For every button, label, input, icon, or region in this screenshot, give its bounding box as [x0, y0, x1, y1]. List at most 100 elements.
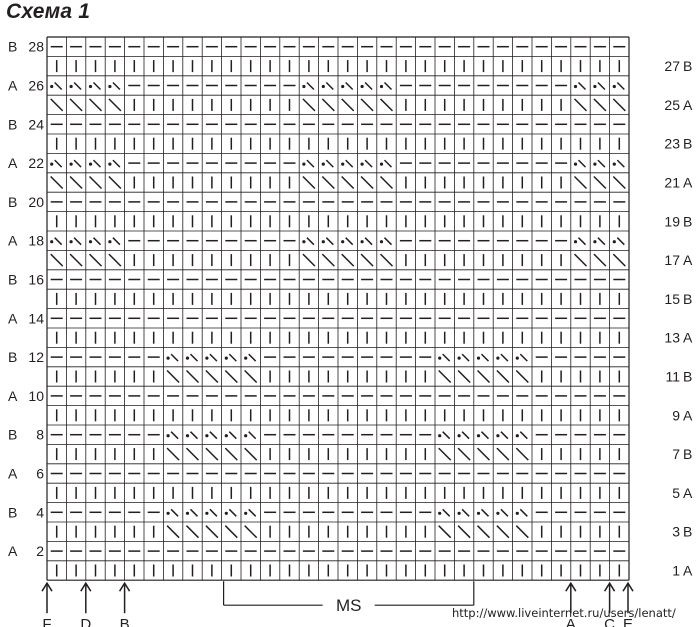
knit-slash-symbol — [244, 369, 258, 384]
knit-dot-symbol — [360, 162, 364, 166]
knit-dot-symbol — [69, 162, 73, 166]
knit-slash-symbol — [69, 175, 83, 190]
row-number-label: 8 — [36, 427, 44, 443]
knit-dotslash-symbol — [461, 508, 470, 517]
row-number-label: 23 — [664, 136, 680, 152]
knit-dotslash-symbol — [325, 81, 334, 91]
knit-dot-symbol — [379, 240, 384, 244]
knit-slash-symbol — [360, 98, 374, 112]
knit-dotslash-symbol — [306, 81, 315, 91]
knit-dotslash-symbol — [577, 159, 587, 168]
knit-dot-symbol — [457, 434, 461, 438]
knit-dotslash-symbol — [345, 81, 354, 91]
row-side-label: A — [683, 97, 693, 113]
row-number-label: 27 — [664, 58, 680, 74]
knit-dot-symbol — [476, 511, 481, 515]
knit-dot-symbol — [166, 434, 170, 438]
knit-dot-symbol — [244, 356, 248, 360]
row-number-label: 24 — [28, 116, 44, 132]
knit-dot-symbol — [185, 356, 190, 360]
knit-slash-symbol — [205, 369, 219, 384]
arrow-head-icon — [41, 581, 53, 592]
knit-slash-symbol — [321, 98, 335, 112]
knit-dot-symbol — [593, 162, 597, 166]
knit-dotslash-symbol — [92, 81, 102, 91]
row-number-label: 18 — [28, 233, 44, 249]
knit-dotslash-symbol — [112, 159, 121, 168]
knit-slash-symbol — [88, 253, 103, 267]
knit-dotslash-symbol — [54, 81, 63, 91]
knit-slash-symbol — [515, 525, 529, 539]
knit-dotslash-symbol — [325, 237, 334, 246]
knit-dot-symbol — [593, 240, 597, 244]
knit-dotslash-symbol — [461, 353, 470, 362]
knit-dot-symbol — [379, 84, 384, 89]
row-side-label: B — [683, 213, 692, 229]
row-side-label: A — [8, 78, 18, 94]
row-number-label: 15 — [664, 291, 680, 307]
knit-dotslash-symbol — [597, 81, 606, 91]
knit-dotslash-symbol — [228, 431, 237, 440]
knit-dot-symbol — [438, 511, 442, 515]
knit-slash-symbol — [496, 369, 510, 384]
row-number-label: 7 — [672, 446, 680, 462]
row-side-label: B — [683, 291, 692, 307]
knit-slash-symbol — [321, 175, 335, 190]
knit-dotslash-symbol — [189, 508, 199, 517]
row-side-label: B — [8, 272, 17, 288]
marker-letter: C — [604, 616, 615, 627]
knit-slash-symbol — [457, 525, 471, 539]
knit-dot-symbol — [476, 434, 481, 438]
knit-dot-symbol — [476, 356, 481, 360]
knit-dot-symbol — [244, 434, 248, 438]
knit-dot-symbol — [108, 240, 112, 244]
row-side-label: B — [683, 446, 692, 462]
knit-dot-symbol — [302, 84, 306, 89]
knit-slash-symbol — [341, 253, 355, 267]
knit-dot-symbol — [515, 356, 519, 360]
knit-slash-symbol — [438, 447, 452, 461]
knit-dotslash-symbol — [500, 431, 509, 440]
knit-slash-symbol — [244, 447, 258, 461]
knit-dotslash-symbol — [500, 508, 509, 517]
knit-dot-symbol — [438, 434, 442, 438]
arrow-head-icon — [622, 581, 634, 592]
row-side-label: B — [8, 427, 17, 443]
row-side-label: B — [8, 349, 17, 365]
knit-dotslash-symbol — [248, 508, 257, 517]
knit-dot-symbol — [166, 356, 170, 360]
knit-slash-symbol — [108, 98, 122, 112]
row-number-label: 3 — [672, 524, 680, 540]
chart-title: Схема 1 — [6, 0, 91, 23]
row-side-label: B — [683, 136, 692, 152]
knit-dot-symbol — [69, 240, 73, 244]
knit-dotslash-symbol — [170, 508, 179, 517]
knit-dotslash-symbol — [306, 159, 315, 168]
knit-slash-symbol — [205, 447, 219, 461]
knit-dotslash-symbol — [577, 237, 587, 246]
knit-slash-symbol — [302, 98, 316, 112]
knit-dotslash-symbol — [73, 159, 82, 168]
row-number-label: 22 — [28, 155, 44, 171]
knit-dot-symbol — [593, 84, 597, 89]
row-side-label: B — [8, 194, 17, 210]
repeat-label: MS — [336, 596, 362, 615]
knit-dot-symbol — [321, 240, 325, 244]
knit-dotslash-symbol — [228, 353, 237, 362]
knit-dot-symbol — [69, 84, 73, 89]
knit-dotslash-symbol — [92, 237, 102, 246]
knit-dot-symbol — [88, 240, 93, 244]
row-number-label: 16 — [28, 272, 44, 288]
knit-slash-symbol — [108, 175, 122, 190]
arrow-head-icon — [603, 581, 616, 592]
row-side-label: B — [8, 116, 17, 132]
row-number-label: 17 — [664, 252, 680, 268]
row-side-label: B — [683, 58, 692, 74]
knit-dot-symbol — [88, 84, 93, 89]
knit-dotslash-symbol — [383, 81, 393, 91]
knit-dot-symbol — [515, 511, 519, 515]
row-side-label: A — [8, 233, 18, 249]
row-number-label: 6 — [36, 466, 44, 482]
